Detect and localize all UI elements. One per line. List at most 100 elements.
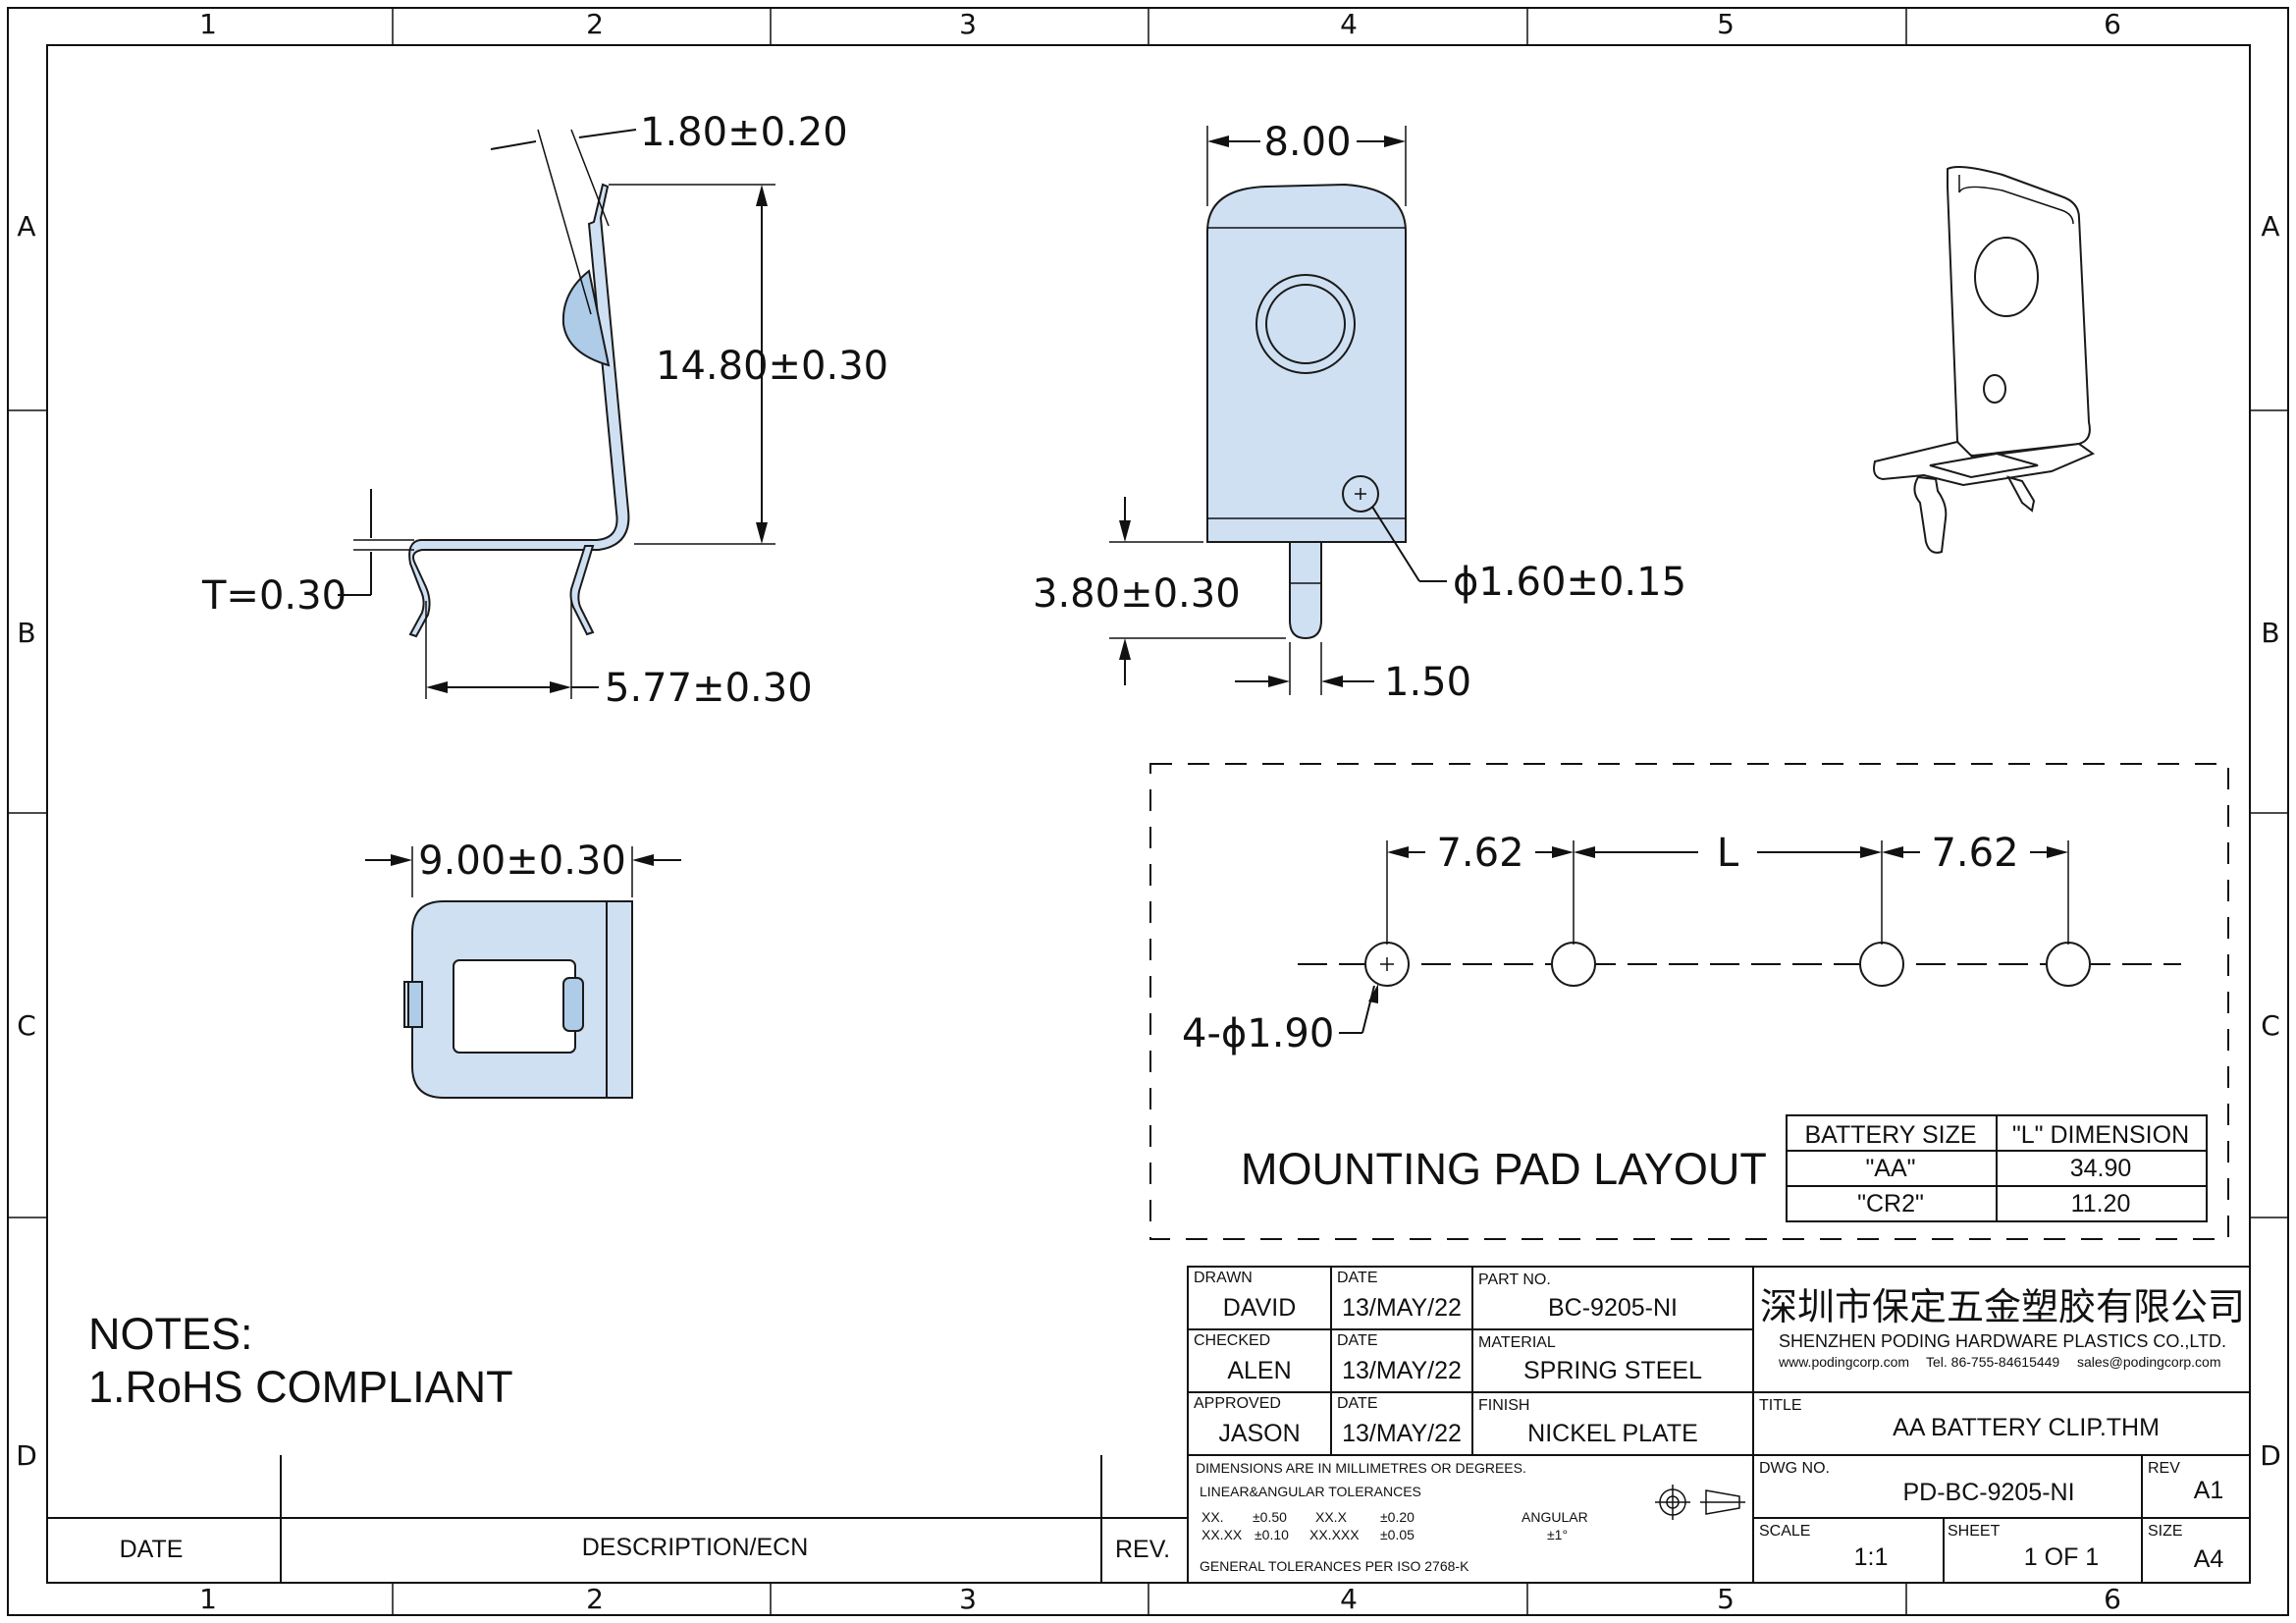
table-row-cr2-size: "CR2" — [1857, 1190, 1924, 1217]
side-view-profile — [408, 183, 630, 638]
top-view: 9.00±0.30 — [365, 839, 681, 1099]
tb-material-label: MATERIAL — [1478, 1334, 1556, 1351]
tb-finish: NICKEL PLATE — [1527, 1420, 1698, 1447]
iso-leg-right — [2005, 475, 2036, 513]
pad-layout-title: MOUNTING PAD LAYOUT — [1241, 1144, 1767, 1194]
arrow-left — [1321, 676, 1343, 687]
zone-col-2-bottom: 2 — [586, 1583, 604, 1615]
tb-date-label-2: DATE — [1337, 1332, 1377, 1349]
tb-approved-label: APPROVED — [1194, 1395, 1281, 1412]
zone-row-c-left: C — [17, 1009, 36, 1042]
tb-size: A4 — [2194, 1545, 2224, 1573]
notes-heading: NOTES: — [88, 1309, 253, 1359]
tb-title-label: TITLE — [1759, 1397, 1802, 1414]
dim-front-width: 8.00 — [1263, 120, 1351, 165]
tb-sheet: 1 OF 1 — [2024, 1543, 2099, 1571]
title-block-frame — [1187, 1266, 2251, 1584]
tb-rev-label: REV — [2148, 1460, 2180, 1477]
pad-holes: 4-ϕ1.90 — [1182, 1011, 1334, 1056]
tb-approved: JASON — [1218, 1420, 1300, 1447]
zone-col-1-top: 1 — [199, 8, 217, 40]
zone-col-3-bottom: 3 — [959, 1583, 977, 1615]
tb-tol-xx: XX. — [1201, 1509, 1224, 1525]
tb-contact-web: www.podingcorp.com — [1778, 1354, 1909, 1370]
tb-finish-label: FINISH — [1478, 1397, 1529, 1414]
tb-company-cn: 深圳市保定五金塑胶有限公司 — [1760, 1287, 2245, 1328]
zone-row-d-left: D — [16, 1439, 37, 1472]
rev-header-rev: REV. — [1115, 1536, 1170, 1563]
arrow-left — [426, 681, 448, 693]
tb-sheet-label: SHEET — [1948, 1523, 2001, 1540]
isometric-view — [1873, 166, 2096, 554]
notes-line-1: 1.RoHS COMPLIANT — [88, 1362, 513, 1412]
zone-row-a-left: A — [17, 210, 35, 243]
tb-title: AA BATTERY CLIP.THM — [1893, 1414, 2160, 1441]
zone-labels: 1 2 3 4 5 6 1 2 3 4 5 6 A B C D A B C D — [16, 8, 2281, 1615]
pad-pitch-right: 7.62 — [1931, 831, 2018, 876]
tb-tol-note: LINEAR&ANGULAR TOLERANCES — [1200, 1484, 1421, 1499]
tb-dwg: PD-BC-9205-NI — [1902, 1479, 2074, 1506]
zone-col-5-top: 5 — [1717, 8, 1735, 40]
tb-tol-xxxxx: XX.XXX — [1309, 1527, 1360, 1542]
pad-pitch-left: 7.62 — [1436, 831, 1523, 876]
tb-size-label: SIZE — [2148, 1523, 2183, 1540]
top-view-bend — [606, 900, 633, 1099]
tb-angular-v: ±1° — [1547, 1527, 1568, 1542]
ext-line — [537, 129, 592, 315]
tb-tol-xxxx: XX.XX — [1201, 1527, 1243, 1542]
dim-front-hole: ϕ1.60±0.15 — [1453, 560, 1686, 605]
tb-tol-xxxx-v: ±0.10 — [1255, 1527, 1289, 1542]
arrow-down — [1119, 520, 1131, 542]
revision-block: DATE DESCRIPTION/ECN REV. — [47, 1455, 1188, 1583]
top-view-window — [453, 959, 576, 1054]
arrow-right — [1552, 846, 1574, 858]
front-view: 8.00 3.80±0.30 ϕ1.60±0.15 1.50 — [1033, 120, 1686, 705]
zone-col-6-bottom: 6 — [2104, 1583, 2121, 1615]
dim-side-foot: 5.77±0.30 — [605, 666, 813, 711]
tb-date-2: 13/MAY/22 — [1342, 1357, 1462, 1384]
arrow-down — [756, 522, 768, 544]
table-row-aa-l: 34.90 — [2070, 1155, 2132, 1182]
rev-header-date: DATE — [120, 1536, 184, 1563]
tb-part: BC-9205-NI — [1548, 1294, 1678, 1322]
pad-span: L — [1717, 831, 1739, 876]
tb-checked-label: CHECKED — [1194, 1332, 1270, 1349]
side-view: 1.80±0.20 14.80±0.30 T=0.30 5.77±0.30 — [201, 110, 888, 711]
title-block: DRAWN DAVID CHECKED ALEN APPROVED JASON … — [1187, 1266, 2251, 1584]
front-view-boss-inner — [1265, 284, 1346, 364]
tb-scale-label: SCALE — [1759, 1523, 1810, 1540]
tb-tol-xxxxx-v: ±0.05 — [1380, 1527, 1415, 1542]
tb-gen-tol: GENERAL TOLERANCES PER ISO 2768-K — [1200, 1558, 1469, 1574]
arrow-right — [550, 681, 571, 693]
tb-checked: ALEN — [1227, 1357, 1291, 1384]
pad-hole-3 — [1859, 942, 1904, 987]
tb-dwg-label: DWG NO. — [1759, 1460, 1830, 1477]
arrow-right — [1384, 135, 1406, 147]
arrow-up — [756, 185, 768, 206]
inner-border — [46, 44, 2251, 1584]
arrow-left — [1574, 846, 1595, 858]
dim-side-height: 14.80±0.30 — [656, 344, 888, 389]
projection-symbol-icon — [1655, 1485, 1745, 1520]
arrow-right — [2047, 846, 2068, 858]
zone-row-c-right: C — [2261, 1009, 2280, 1042]
leader — [1362, 985, 1375, 1034]
tb-date-3: 13/MAY/22 — [1342, 1420, 1462, 1447]
tb-date-label-1: DATE — [1337, 1270, 1377, 1286]
tb-angular-label: ANGULAR — [1522, 1509, 1588, 1525]
dim-top-width: 9.00±0.30 — [418, 839, 626, 884]
table-header-l: "L" DIMENSION — [2012, 1121, 2189, 1149]
pad-hole-4 — [2046, 942, 2091, 987]
zone-row-b-left: B — [17, 617, 35, 649]
tb-scale: 1:1 — [1854, 1543, 1889, 1571]
tb-drawn: DAVID — [1223, 1294, 1297, 1322]
arrow-right — [391, 854, 412, 866]
rev-header-description: DESCRIPTION/ECN — [582, 1534, 809, 1561]
tb-date-label-3: DATE — [1337, 1395, 1377, 1412]
front-view-tab — [1289, 541, 1322, 640]
zone-col-5-bottom: 5 — [1717, 1583, 1735, 1615]
arrow-right — [1268, 676, 1290, 687]
leader — [1371, 506, 1420, 582]
dim-front-tab-len: 3.80±0.30 — [1033, 571, 1241, 617]
dim-line — [578, 129, 637, 138]
